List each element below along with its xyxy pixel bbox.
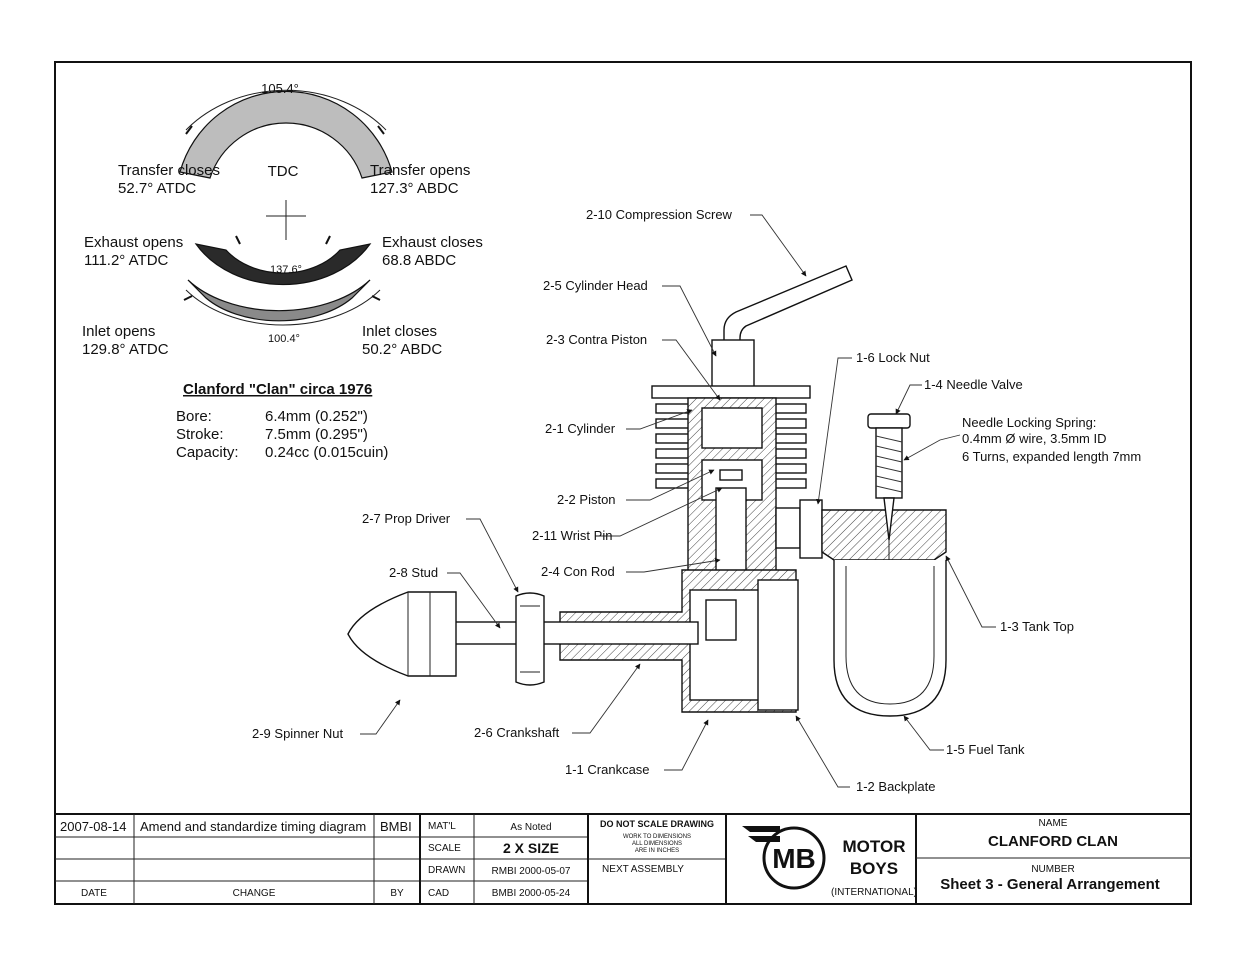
needle-spring: [875, 427, 903, 499]
label-fuel-tank: 1-5 Fuel Tank: [946, 742, 1025, 757]
exhaust-opens-label: Exhaust opens: [84, 234, 183, 251]
label-needle-valve: 1-4 Needle Valve: [924, 377, 1023, 392]
backplate: [757, 579, 799, 711]
fuel-tank: [833, 560, 947, 717]
exhaust-opens-value: 111.2° ATDC: [84, 252, 169, 269]
inlet-opens-label: Inlet opens: [82, 323, 155, 340]
cad-label: CAD: [428, 888, 449, 899]
exhaust-closes-value: 68.8 ABDC: [382, 252, 456, 269]
transfer-closes-label: Transfer closes: [118, 162, 220, 179]
col-change: CHANGE: [233, 888, 276, 899]
rev-change: Amend and standardize timing diagram: [140, 819, 366, 834]
title-block: 2007-08-14 Amend and standardize timing …: [55, 813, 1191, 904]
label-con-rod: 2-4 Con Rod: [541, 564, 615, 579]
cylinder-head-boss: [711, 339, 755, 391]
col-by: BY: [390, 888, 404, 899]
transfer-closes-value: 52.7° ATDC: [118, 180, 196, 197]
logo-letters: MB: [772, 843, 816, 874]
label-wrist-pin: 2-11 Wrist Pin: [532, 528, 612, 543]
tank-top: [821, 509, 947, 561]
tdc-label: TDC: [268, 163, 299, 180]
transfer-arc: [179, 90, 393, 179]
label-spring-3: 6 Turns, expanded length 7mm: [962, 449, 1141, 464]
inlet-closes-label: Inlet closes: [362, 323, 437, 340]
needle-tip: [883, 497, 895, 541]
label-backplate: 1-2 Backplate: [856, 779, 936, 794]
inlet-arc: [187, 279, 371, 322]
label-cylinder-head: 2-5 Cylinder Head: [543, 278, 648, 293]
rev-date: 2007-08-14: [60, 819, 127, 834]
label-spring-2: 0.4mm Ø wire, 3.5mm ID: [962, 431, 1106, 446]
crank-pin: [705, 599, 737, 641]
top-angle-label: 105.4°: [261, 81, 299, 96]
label-stud: 2-8 Stud: [389, 565, 438, 580]
inlet-opens-value: 129.8° ATDC: [82, 341, 169, 358]
dont-scale: DO NOT SCALE DRAWING: [600, 819, 714, 829]
label-tank-top: 1-3 Tank Top: [1000, 619, 1074, 634]
label-compression-screw: 2-10 Compression Screw: [586, 207, 733, 222]
spec-bore-value: 6.4mm (0.252"): [265, 408, 368, 425]
transfer-opens-label: Transfer opens: [370, 162, 470, 179]
transfer-opens-value: 127.3° ABDC: [370, 180, 459, 197]
prop-driver: [515, 592, 545, 686]
motor-boys-logo: MB: [742, 826, 826, 890]
lock-nut-boss: [775, 507, 801, 549]
scale-value: 2 X SIZE: [503, 840, 559, 856]
scale-label: SCALE: [428, 843, 461, 854]
spec-capacity-value: 0.24cc (0.015cuin): [265, 444, 388, 461]
label-crankshaft: 2-6 Crankshaft: [474, 725, 560, 740]
spec-bore-label: Bore:: [176, 408, 212, 425]
company-name-1: MOTOR: [843, 837, 906, 856]
number-value: Sheet 3 - General Arrangement: [940, 876, 1160, 893]
label-spinner-nut: 2-9 Spinner Nut: [252, 726, 343, 741]
next-assembly: NEXT ASSEMBLY: [602, 864, 684, 875]
compression-screw: [723, 265, 853, 351]
col-date: DATE: [81, 888, 107, 899]
cad-value: BMBI 2000-05-24: [492, 888, 571, 899]
label-piston: 2-2 Piston: [557, 492, 616, 507]
label-contra-piston: 2-3 Contra Piston: [546, 332, 647, 347]
part-labels: 2-10 Compression Screw 2-5 Cylinder Head…: [252, 207, 1141, 794]
specs-title: Clanford "Clan" circa 1976: [183, 381, 372, 398]
name-value: CLANFORD CLAN: [988, 833, 1118, 850]
work-to-2: ALL DIMENSIONS: [632, 841, 682, 847]
bottom-angle-label: 100.4°: [268, 333, 300, 345]
timing-diagram: 105.4° 137.6° 100.4° TDC Transfer closes…: [82, 81, 483, 358]
drawn-label: DRAWN: [428, 865, 465, 876]
spec-stroke-label: Stroke:: [176, 426, 224, 443]
mid-angle-label: 137.6°: [270, 264, 302, 276]
company-name-2: BOYS: [850, 859, 898, 878]
company-name-3: (INTERNATIONAL): [831, 887, 917, 898]
work-to-1: WORK TO DIMENSIONS: [623, 834, 691, 840]
label-crankcase: 1-1 Crankcase: [565, 762, 650, 777]
contra-piston: [701, 407, 763, 449]
engine-cross-section: [347, 265, 947, 717]
wrist-pin: [719, 469, 743, 481]
rev-by: BMBI: [380, 819, 412, 834]
needle-valve-knob: [867, 413, 911, 429]
inlet-closes-value: 50.2° ABDC: [362, 341, 442, 358]
sheet-border: [54, 61, 1192, 905]
label-lock-nut: 1-6 Lock Nut: [856, 350, 930, 365]
name-label: NAME: [1039, 818, 1068, 829]
specs-block: Clanford "Clan" circa 1976 Bore: 6.4mm (…: [176, 381, 388, 461]
label-spring-1: Needle Locking Spring:: [962, 415, 1096, 430]
drawn-value: RMBI 2000-05-07: [492, 866, 571, 877]
matl-value: As Noted: [510, 822, 551, 833]
spinner-nut: [347, 591, 457, 677]
spec-capacity-label: Capacity:: [176, 444, 239, 461]
spec-stroke-value: 7.5mm (0.295"): [265, 426, 368, 443]
exhaust-arc: [194, 243, 372, 286]
label-cylinder: 2-1 Cylinder: [545, 421, 616, 436]
lock-nut: [799, 499, 823, 559]
matl-label: MAT'L: [428, 821, 456, 832]
leader-lines: [360, 214, 996, 788]
crankshaft-shaft: [447, 621, 699, 645]
label-prop-driver: 2-7 Prop Driver: [362, 511, 451, 526]
number-label: NUMBER: [1031, 864, 1074, 875]
exhaust-closes-label: Exhaust closes: [382, 234, 483, 251]
work-to-3: ARE IN INCHES: [635, 848, 679, 854]
